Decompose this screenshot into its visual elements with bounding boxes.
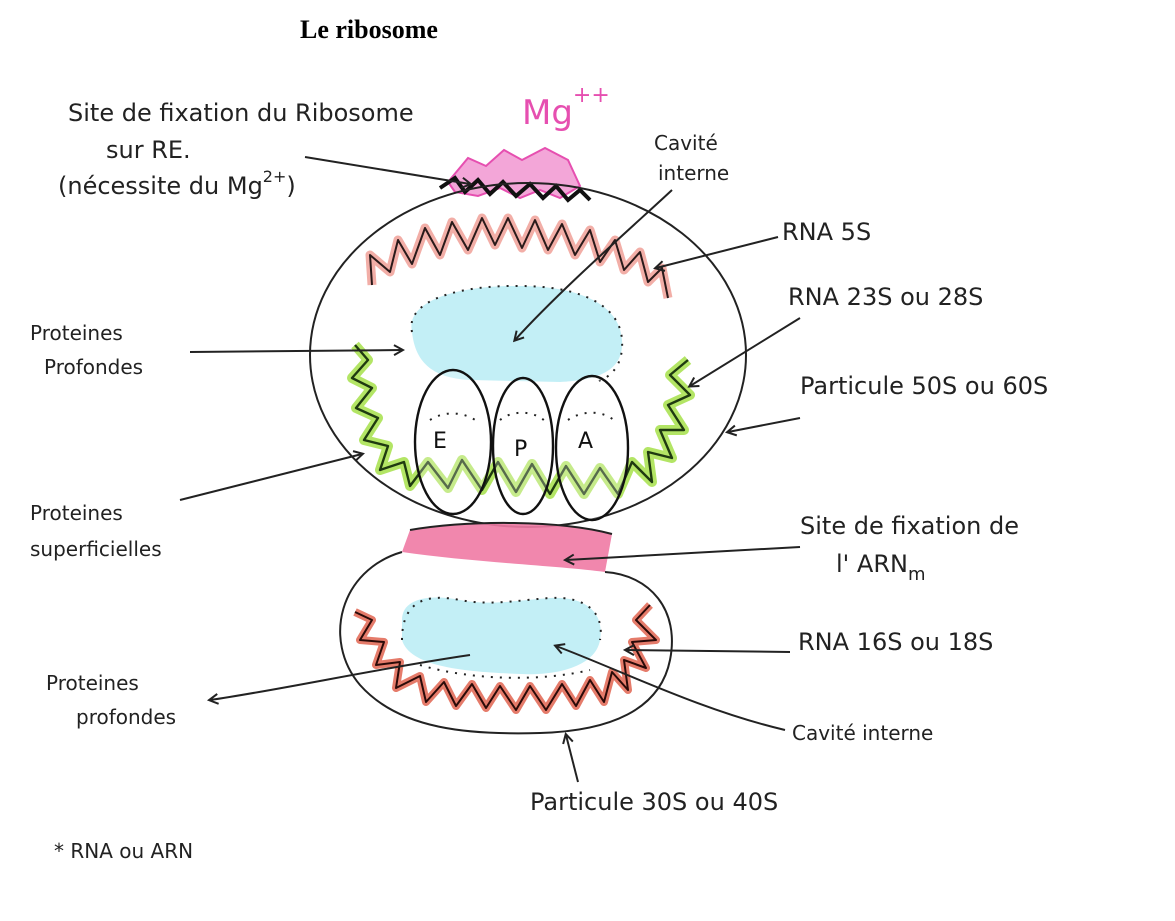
arrow-fixation-re bbox=[304, 156, 470, 184]
small-subunit-outline bbox=[339, 551, 673, 735]
label-fixation-re-line1: Site de fixation du Ribosome bbox=[68, 99, 414, 127]
label-site-arnm-line1: Site de fixation de bbox=[800, 512, 1019, 540]
arrow-proteines-profondes-bottom bbox=[210, 654, 471, 700]
footnote: * RNA ou ARN bbox=[54, 839, 193, 863]
er-binding-site bbox=[438, 175, 592, 203]
label-proteines-profondes-top-line1: Proteines bbox=[30, 321, 123, 345]
label-rna-23s: RNA 23S ou 28S bbox=[788, 283, 983, 311]
mrna-binding-outline bbox=[409, 521, 613, 535]
label-fixation-re-line2: sur RE. bbox=[106, 136, 191, 164]
small-subunit-cavity-border bbox=[401, 596, 602, 641]
arrow-proteines-profondes-top bbox=[189, 350, 402, 352]
arrow-rna-23s bbox=[690, 317, 801, 386]
label-proteines-profondes-bottom-line2: profondes bbox=[76, 705, 176, 729]
page-title: Le ribosome bbox=[300, 15, 438, 44]
label-cavite-top-line1: Cavité bbox=[654, 131, 718, 155]
label-site-arnm-line2: l' ARNm bbox=[836, 550, 926, 585]
label-proteines-profondes-top-line2: Profondes bbox=[44, 355, 143, 379]
site-inner-dots bbox=[429, 412, 479, 423]
rna-23s-line bbox=[350, 344, 692, 496]
arrow-particule-30s bbox=[566, 735, 579, 783]
arrow-proteines-superficielles bbox=[179, 454, 362, 501]
arrow-site-arnm bbox=[566, 546, 801, 560]
label-particule-30s: Particule 30S ou 40S bbox=[530, 788, 778, 816]
label-particule-50s: Particule 50S ou 60S bbox=[800, 372, 1048, 400]
p-site bbox=[491, 376, 555, 516]
label-cavite-bottom: Cavité interne bbox=[792, 721, 933, 745]
e-site bbox=[413, 368, 493, 516]
a-site-label: A bbox=[578, 429, 593, 454]
label-cavite-top-line2: interne bbox=[658, 161, 729, 185]
p-site-label: P bbox=[514, 437, 527, 462]
arrow-particule-50s bbox=[728, 417, 801, 432]
label-proteines-superficielles-line1: Proteines bbox=[30, 501, 123, 525]
arrow-rna-16s bbox=[626, 650, 791, 652]
rna-5s-line bbox=[369, 217, 669, 299]
large-subunit-cavity bbox=[411, 285, 623, 382]
label-rna-16s: RNA 16S ou 18S bbox=[798, 628, 993, 656]
arrow-cavite-bottom bbox=[556, 646, 786, 731]
large-subunit-cavity-border bbox=[410, 284, 624, 383]
site-inner-dots-2 bbox=[499, 411, 547, 423]
small-subunit-cavity bbox=[402, 597, 601, 675]
arrow-cavite-top bbox=[515, 189, 673, 340]
mrna-binding-site bbox=[402, 522, 612, 572]
rna-16s-line bbox=[354, 604, 657, 711]
label-mg: Mg++ bbox=[522, 83, 610, 133]
arrow-rna-5s bbox=[656, 236, 779, 268]
rna-16s-lower-dots bbox=[419, 664, 591, 679]
e-site-label: E bbox=[433, 429, 447, 454]
a-site bbox=[554, 374, 630, 522]
label-fixation-re-line3: (nécessite du Mg2+) bbox=[58, 167, 296, 200]
label-rna-5s: RNA 5S bbox=[782, 218, 871, 246]
label-proteines-superficielles-line2: superficielles bbox=[30, 537, 162, 561]
label-proteines-profondes-bottom-line1: Proteines bbox=[46, 671, 139, 695]
